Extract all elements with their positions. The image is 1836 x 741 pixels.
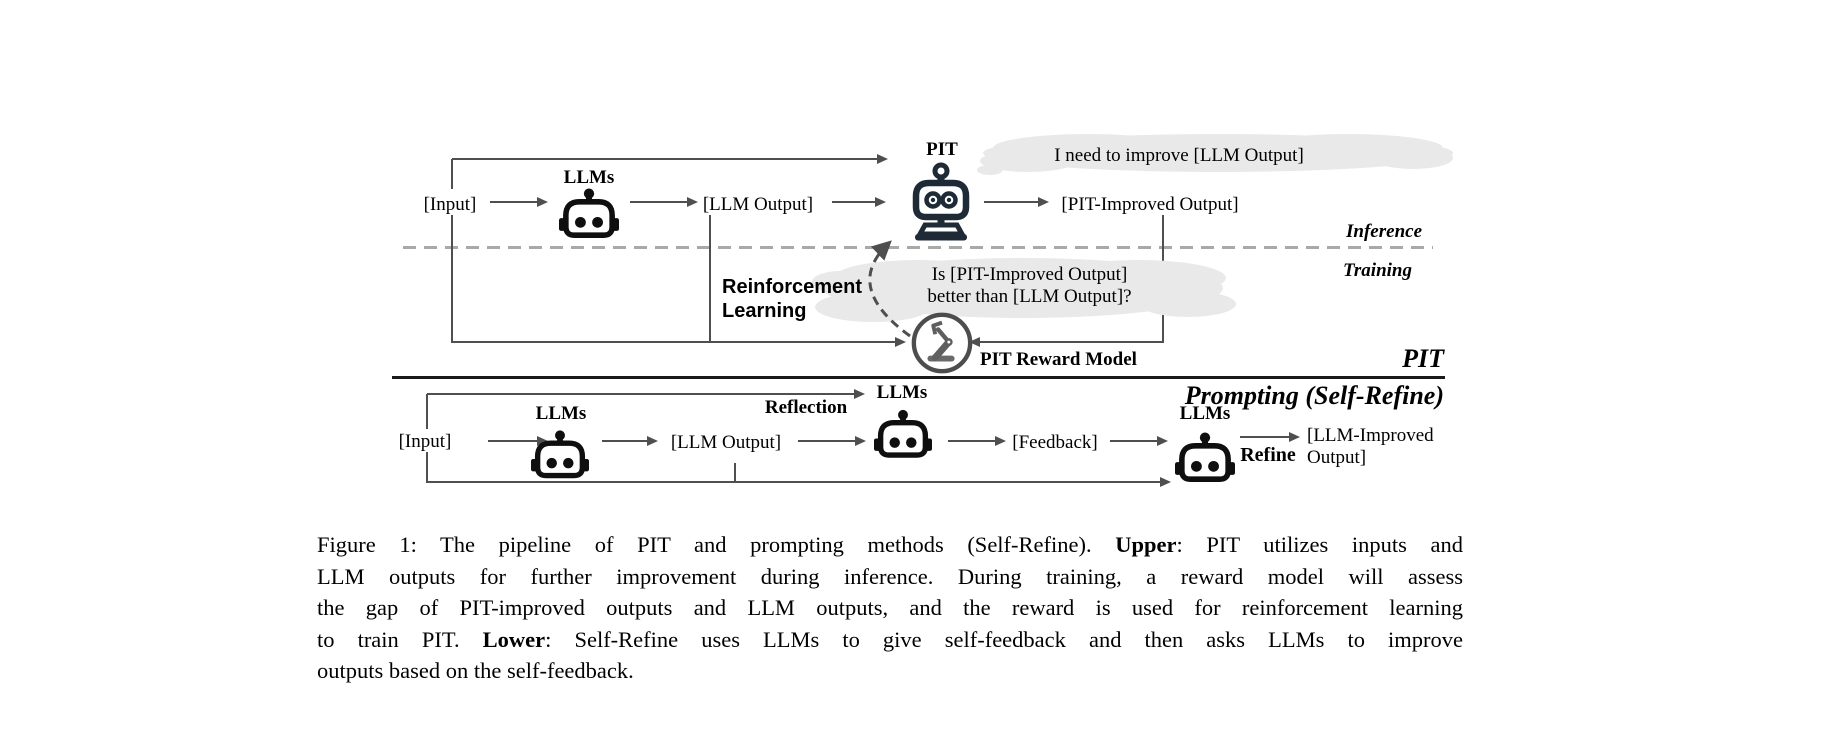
input-to-reflection-arrow [427,389,865,399]
flow-arrow [948,436,1006,446]
refine-label: Refine [1240,444,1296,466]
inference-training-divider [403,246,1433,249]
llms-robot-icon [1175,428,1235,491]
caption-line: LLM outputs for further improvement duri… [317,563,1463,589]
caption-line: outputs based on the self-feedback. [317,658,634,683]
caption-line: the gap of PIT-improved outputs and LLM … [317,595,1463,620]
lower-input-label: [Input] [398,431,452,452]
figure-caption: Figure 1: The pipeline of PIT and prompt… [317,529,1463,687]
flow-arrow [630,197,698,207]
reinforcement-learning-label: Reinforcement Learning [722,276,863,322]
prompting-section-label: Prompting (Self-Refine) [1184,381,1444,410]
rl-dashed-arrow [868,240,911,338]
llm-output-down-line [709,215,711,343]
input-down-line [451,215,453,343]
lower-input-bottom-stub [426,452,428,483]
flow-arrow [832,197,886,207]
section-separator-line [392,376,1445,379]
output-to-reward-arrow [969,337,1164,347]
thought-bubble-cloud [977,134,1453,175]
flow-arrow [602,436,658,446]
input-to-refine-arrow [427,477,1171,487]
llms-robot-icon [531,426,589,487]
pit-section-label: PIT [1402,344,1444,373]
lower-llms-label-3: LLMs [1179,403,1231,424]
flow-arrow [488,436,548,446]
input-to-pit-arrow [452,154,888,164]
reflection-label: Reflection [764,397,848,418]
llms-robot-icon [559,184,619,247]
flow-arrow [798,436,866,446]
feedback-label: [Feedback] [1012,432,1098,453]
upper-llms-label: LLMs [563,167,615,188]
llms-robot-icon [874,406,932,466]
pit-thought-text: I need to improve [LLM Output] [1054,145,1304,166]
pit-label: PIT [926,139,958,160]
refine-arrow [1240,432,1300,442]
reward-model-icon [909,310,975,376]
flow-arrow [1110,436,1168,446]
reward-question-cloud [812,258,1236,322]
training-label: Training [1343,260,1412,281]
flow-arrow [984,197,1049,207]
lower-llm-output-stub [734,463,736,483]
caption-line: to train PIT. Lower: Self-Refine uses LL… [317,626,1463,652]
loop-to-reward-arrow [452,337,906,347]
lower-llms-label-1: LLMs [535,403,587,424]
inference-label: Inference [1346,221,1422,242]
pit-robot-icon [903,162,979,242]
lower-input-top-stub [426,394,428,429]
reward-question-text: Is [PIT-Improved Output] better than [LL… [927,264,1132,307]
reward-model-label: PIT Reward Model [980,349,1137,370]
lower-llms-label-2: LLMs [876,382,928,403]
caption-line: Figure 1: The pipeline of PIT and prompt… [317,532,1463,557]
input-top-stub [451,159,453,189]
llm-improved-output-label: [LLM-Improved Output] [1307,425,1434,468]
pit-improved-output-label: [PIT-Improved Output] [1061,194,1239,215]
upper-llm-output-label: [LLM Output] [702,194,814,215]
flow-arrow [490,197,548,207]
upper-input-label: [Input] [423,194,477,215]
lower-llm-output-label: [LLM Output] [670,432,782,453]
